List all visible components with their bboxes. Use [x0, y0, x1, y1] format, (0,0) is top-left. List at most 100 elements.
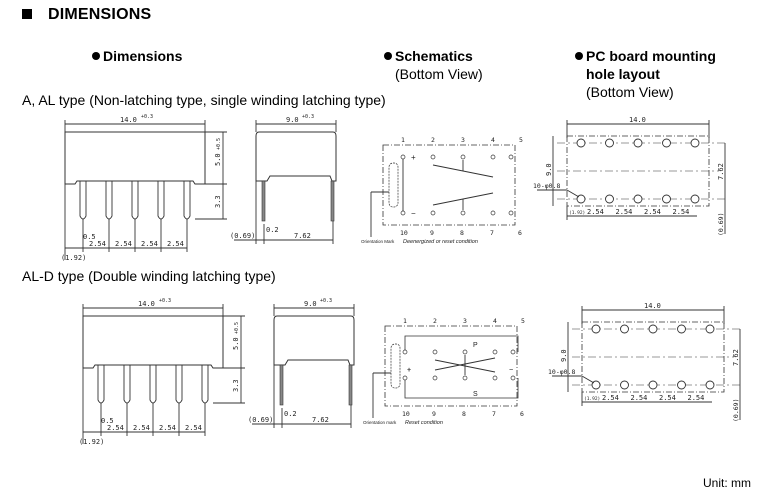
plus-sign: +	[407, 367, 411, 374]
pin-number: 8	[460, 229, 464, 237]
pin-thickness-dim: 0.2	[266, 226, 279, 234]
terminal	[490, 210, 496, 216]
relay-body-side	[255, 131, 337, 182]
terminal	[510, 375, 516, 381]
minus-sign: −	[411, 209, 416, 218]
pitch-dim: 2.54	[631, 394, 648, 402]
offset-x-dim: (1.92)	[584, 396, 600, 402]
pin-number: 8	[462, 410, 466, 418]
pin-number: 10	[400, 229, 408, 237]
pin-number: 3	[463, 317, 467, 325]
relay-body	[64, 131, 206, 185]
pitch-dim: 2.54	[587, 208, 604, 216]
minus-sign: −	[509, 367, 513, 374]
pitch-dim: 2.54	[133, 424, 150, 432]
plus-sign: +	[407, 367, 411, 374]
leader-line	[581, 375, 595, 384]
terminal	[460, 154, 466, 160]
width-tol: +0.3	[320, 298, 332, 304]
pin-number: 6	[518, 229, 522, 237]
terminal	[492, 375, 498, 381]
terminal	[462, 375, 468, 381]
terminal	[430, 154, 436, 160]
pin-number: 2	[431, 136, 435, 144]
width-dim: 14.0	[629, 116, 646, 124]
pin-number: 1	[401, 136, 405, 144]
minus-sign: −	[509, 367, 513, 374]
pin-thickness-dim: 0.2	[284, 410, 297, 418]
height-tol: +0.5	[216, 138, 222, 150]
schematic-caption: Deenergized or reset condition	[403, 239, 478, 245]
mounting-hole	[620, 324, 629, 334]
offset-x-dim: (1.92)	[569, 210, 585, 216]
height-dim: 9.0	[560, 349, 568, 362]
offset-y-dim: (0.69)	[717, 213, 725, 236]
mounting-hole	[648, 380, 658, 390]
section-label-a-al: A, AL type (Non-latching type, single wi…	[22, 92, 386, 108]
pin	[183, 181, 191, 220]
width-dim: 9.0	[286, 116, 299, 124]
pin-number: 5	[519, 136, 523, 144]
pin	[261, 180, 266, 222]
pin	[123, 365, 131, 404]
terminal	[508, 210, 514, 216]
bullet-icon	[384, 52, 392, 60]
width-dim: 14.0	[644, 302, 661, 310]
terminal	[430, 210, 436, 216]
mounting-hole	[662, 194, 671, 204]
header-text: Schematics	[395, 48, 473, 64]
orientation-mark	[390, 343, 401, 389]
row-dim: 7.62	[312, 416, 329, 424]
coil-p-label: P	[473, 342, 478, 349]
row-dim: 7.62	[732, 349, 740, 366]
schematic-outline	[384, 325, 518, 407]
row-dim: 7.62	[717, 163, 725, 180]
header-text-line2: hole layout	[586, 66, 660, 82]
pitch-dim: 2.54	[602, 394, 619, 402]
terminal	[462, 349, 468, 355]
width-dim: 14.0	[120, 116, 137, 124]
pin-number: 4	[491, 136, 495, 144]
pin	[131, 181, 139, 220]
pitch-dim: 2.54	[673, 208, 690, 216]
pin-number: 3	[461, 136, 465, 144]
terminal	[402, 375, 408, 381]
square-bullet-icon	[22, 9, 32, 19]
column-header-dimensions: Dimensions	[92, 47, 182, 65]
coil-s	[404, 378, 519, 399]
pin-number: 9	[430, 229, 434, 237]
height-dim: 9.0	[545, 163, 553, 176]
a-al-side-view: 9.0+0.30.27.62(0.69)	[230, 114, 337, 244]
offset-dim: (0.69)	[230, 232, 255, 240]
pin-length-dim: 3.3	[214, 195, 222, 208]
height-dim: 5.0	[214, 153, 222, 166]
header-subtext: (Bottom View)	[586, 84, 674, 100]
header-text: PC board mounting	[586, 48, 716, 64]
height-tol: +0.5	[234, 322, 240, 334]
orientation-label: Orientation Mark	[361, 239, 395, 244]
bullet-icon	[575, 52, 583, 60]
column-header-schematics: Schematics (Bottom View)	[384, 47, 483, 83]
pitch-dim: 2.54	[616, 208, 633, 216]
pitch-dim: 2.54	[141, 240, 158, 248]
pin-length-dim: 3.3	[232, 379, 240, 392]
header-subtext: (Bottom View)	[395, 66, 483, 82]
pitch-dim: 2.54	[688, 394, 705, 402]
leader-line	[566, 189, 580, 198]
pitch-dim: 2.54	[159, 424, 176, 432]
pin-number: 5	[521, 317, 525, 325]
mounting-hole	[662, 138, 671, 148]
pin	[175, 365, 183, 404]
mounting-hole	[677, 324, 686, 334]
pitch-dim: 2.54	[167, 240, 184, 248]
offset-y-dim: (0.69)	[732, 399, 740, 422]
terminal	[510, 349, 516, 355]
hole-spec: 10-φ0.8	[533, 182, 560, 190]
mounting-hole	[690, 138, 700, 148]
width-dim: 14.0	[138, 300, 155, 308]
pin	[279, 364, 284, 406]
